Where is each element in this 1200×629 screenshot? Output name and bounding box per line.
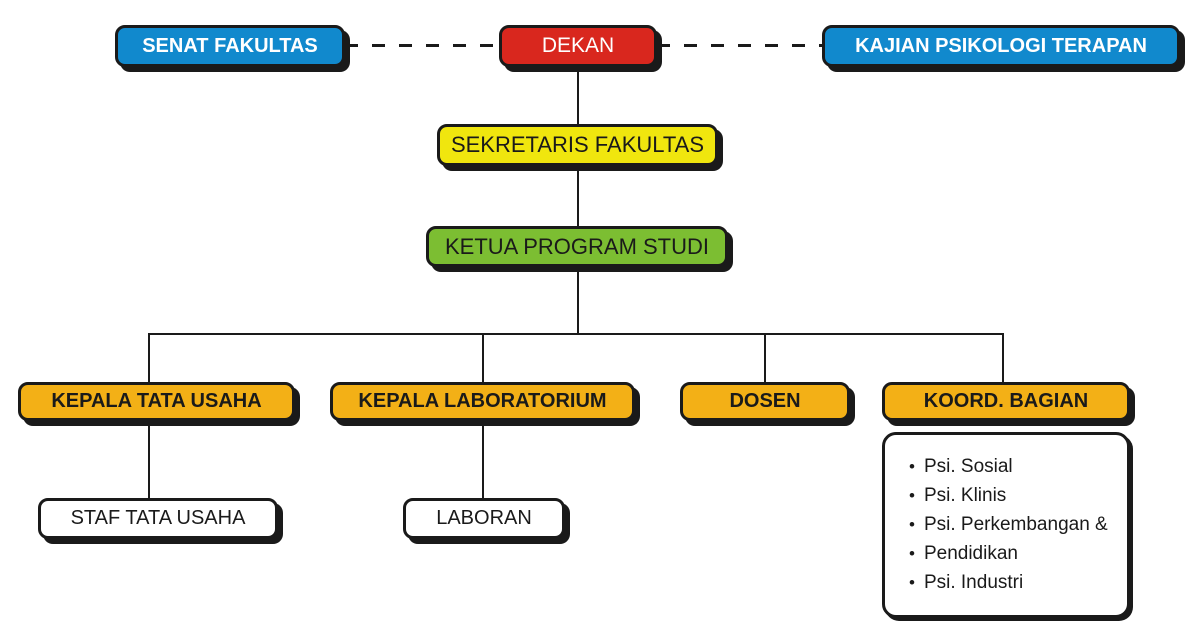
bullet-icon: • xyxy=(909,486,915,505)
list-item-label: Psi. Industri xyxy=(923,572,1024,593)
node-dosen: DOSEN xyxy=(680,382,850,421)
node-kajian-psikologi-terapan: KAJIAN PSIKOLOGI TERAPAN xyxy=(822,25,1180,67)
connector-drop-kepala-tata-usaha xyxy=(148,333,150,382)
node-ketua-program-studi: KETUA PROGRAM STUDI xyxy=(426,226,728,267)
list-item-label: Psi. Sosial xyxy=(923,456,1013,477)
node-staf-tata-usaha: STAF TATA USAHA xyxy=(38,498,278,539)
connector-dekan-sekretaris xyxy=(577,67,579,124)
node-dekan: DEKAN xyxy=(499,25,657,67)
connector-sekretaris-ketua xyxy=(577,166,579,226)
node-senat-fakultas: SENAT FAKULTAS xyxy=(115,25,345,67)
connector-drop-koord-bagian xyxy=(1002,333,1004,382)
connector-drop-kepala-laboratorium xyxy=(482,333,484,382)
list-item-label: Pendidikan xyxy=(923,543,1018,564)
connector-dashed-senat-dekan xyxy=(345,44,499,47)
list-item-label: Psi. Klinis xyxy=(923,485,1007,506)
node-laboran: LABORAN xyxy=(403,498,565,539)
list-item: • Pendidikan xyxy=(909,539,1117,568)
connector-drop-dosen xyxy=(764,333,766,382)
node-kepala-tata-usaha: KEPALA TATA USAHA xyxy=(18,382,295,421)
koord-bagian-panel: • Psi. Sosial • Psi. Klinis • Psi. Perke… xyxy=(882,432,1130,618)
bullet-icon: • xyxy=(909,515,915,534)
node-koord-bagian: KOORD. BAGIAN xyxy=(882,382,1130,421)
connector-dashed-dekan-kajian xyxy=(657,44,822,47)
bullet-icon: • xyxy=(909,573,915,592)
node-kepala-laboratorium: KEPALA LABORATORIUM xyxy=(330,382,635,421)
list-item: • Psi. Klinis xyxy=(909,481,1117,510)
bullet-icon: • xyxy=(909,457,915,476)
connector-branch-bar xyxy=(148,333,1004,335)
bullet-icon: • xyxy=(909,544,915,563)
list-item: • Psi. Sosial xyxy=(909,452,1117,481)
list-item: • Psi. Perkembangan & xyxy=(909,510,1117,539)
connector-ketua-branchbar xyxy=(577,267,579,333)
connector-kepala-lab-laboran xyxy=(482,420,484,498)
node-sekretaris-fakultas: SEKRETARIS FAKULTAS xyxy=(437,124,718,166)
connector-kepala-tu-staf xyxy=(148,420,150,498)
list-item: • Psi. Industri xyxy=(909,568,1117,597)
list-item-label: Psi. Perkembangan & xyxy=(923,514,1108,535)
